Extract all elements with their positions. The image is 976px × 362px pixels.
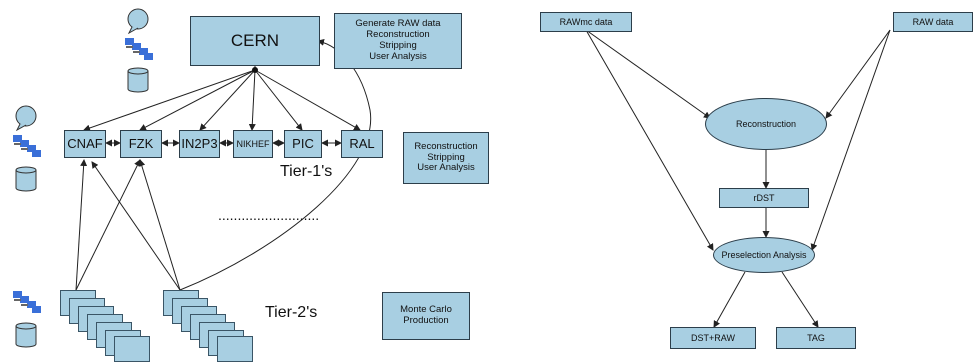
person-icon: [14, 105, 38, 136]
person-icon: [126, 8, 150, 39]
rdst-node: rDST: [719, 188, 809, 208]
tier1-site-pic: PIC: [284, 130, 322, 158]
database-icon: [15, 166, 37, 197]
tier1-site-ral: RAL: [341, 130, 383, 158]
tier1-site-fzk: FZK: [120, 130, 162, 158]
computers-icon: [12, 290, 42, 319]
tier1-site-nikhef: NIKHEF: [233, 130, 273, 158]
cern-tasks-note: Generate RAW data Reconstruction Strippi…: [334, 13, 462, 69]
dst-raw-node: DST+RAW: [670, 327, 756, 349]
ellipsis-separator: ..........................: [218, 207, 320, 223]
tier1-site-in2p3: IN2P3: [179, 130, 220, 158]
raw-data-node: RAW data: [893, 12, 973, 32]
reconstruction-node: Reconstruction: [705, 98, 827, 150]
database-icon: [127, 67, 149, 98]
tier2-label: Tier-2's: [265, 304, 318, 321]
computers-icon: [124, 37, 154, 66]
rawmc-data-node: RAWmc data: [540, 12, 632, 32]
tier1-label: Tier-1's: [280, 163, 333, 180]
database-icon: [15, 322, 37, 353]
computers-icon: [12, 134, 42, 163]
tier1-tasks-note: Reconstruction Stripping User Analysis: [403, 132, 489, 184]
tier2-tasks-note: Monte Carlo Production: [382, 292, 470, 340]
cern-node: CERN: [190, 16, 320, 66]
tier1-site-cnaf: CNAF: [64, 130, 106, 158]
preselection-analysis-node: Preselection Analysis: [713, 237, 815, 273]
tag-node: TAG: [776, 327, 856, 349]
